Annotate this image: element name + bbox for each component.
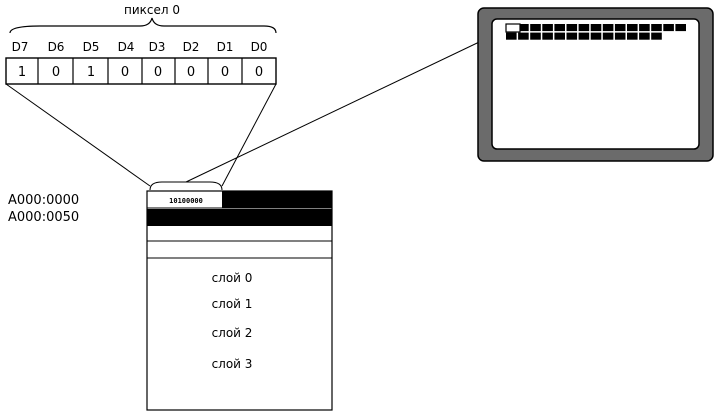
monitor-screen — [491, 18, 700, 150]
layer-label: слой 0 — [212, 271, 253, 285]
screen-pixel — [602, 32, 614, 40]
screen-pixel — [675, 24, 686, 32]
memory-block: 10100000 слой 0 слой 1 слой 2 слой 3 — [146, 190, 333, 411]
screen-pixel — [590, 24, 602, 32]
address-label: A000:0000 — [8, 193, 79, 208]
pixel-arrow-line — [185, 33, 497, 183]
bit-value: 1 — [87, 65, 95, 80]
bit-value: 0 — [154, 65, 162, 80]
bit-name: D6 — [48, 40, 65, 54]
screen-pixel — [566, 24, 578, 32]
screen-pixel — [542, 24, 553, 32]
bit-value: 0 — [221, 65, 229, 80]
bit-name: D1 — [217, 40, 234, 54]
memory-block-frame — [146, 190, 333, 411]
bit-name: D4 — [118, 40, 135, 54]
bit-value: 0 — [52, 65, 60, 80]
row1-filled — [147, 209, 332, 226]
row0-filled — [222, 191, 332, 208]
screen-pixel — [639, 24, 650, 32]
bit-name: D0 — [251, 40, 268, 54]
screen-pixel — [639, 32, 650, 40]
screen-pixel — [554, 24, 565, 32]
bit-value: 0 — [187, 65, 195, 80]
screen-pixel — [651, 24, 662, 32]
screen-pixel — [566, 32, 578, 40]
screen-pixel — [614, 24, 626, 32]
screen-pixel — [530, 32, 541, 40]
screen-pixel — [554, 32, 565, 40]
screen-pixel — [590, 32, 602, 40]
bit-name: D2 — [183, 40, 200, 54]
funnel-line-right — [221, 83, 277, 187]
screen-pixel — [663, 24, 674, 32]
screen-pixel — [614, 32, 626, 40]
screen-pixel — [506, 32, 517, 40]
monitor — [477, 7, 714, 162]
pixel-grid — [506, 24, 686, 40]
bit-value: 0 — [121, 65, 129, 80]
pixel-brace — [9, 17, 277, 34]
screen-pixel — [530, 24, 541, 32]
screen-pixel — [578, 24, 590, 32]
screen-pixel — [627, 24, 638, 32]
bit-names-row: D7 D6 D5 D4 D3 D2 D1 D0 — [12, 40, 268, 54]
screen-pixel — [518, 32, 529, 40]
layer-label: слой 1 — [212, 297, 253, 311]
bit-name: D5 — [83, 40, 100, 54]
bit-value: 0 — [255, 65, 263, 80]
bit-name: D3 — [149, 40, 166, 54]
pixel-label: пиксел 0 — [124, 3, 180, 17]
bit-cells-frame — [5, 57, 277, 85]
screen-pixel — [542, 32, 553, 40]
screen-pixel — [602, 24, 614, 32]
address-label: A000:0050 — [8, 210, 79, 225]
pixel-zero — [505, 23, 521, 33]
screen-pixel — [627, 32, 638, 40]
layer-label: слой 2 — [212, 326, 253, 340]
byte-value: 10100000 — [169, 197, 203, 205]
screen-pixel — [651, 32, 662, 40]
funnel-line-left — [5, 83, 151, 187]
byte-brace — [149, 181, 223, 191]
layer-label: слой 3 — [212, 357, 253, 371]
bit-cells-row: 1 0 1 0 0 0 0 0 — [5, 57, 277, 85]
screen-pixel — [578, 32, 590, 40]
bit-name: D7 — [12, 40, 29, 54]
screen-pixel — [518, 24, 529, 32]
bit-value: 1 — [18, 65, 26, 80]
